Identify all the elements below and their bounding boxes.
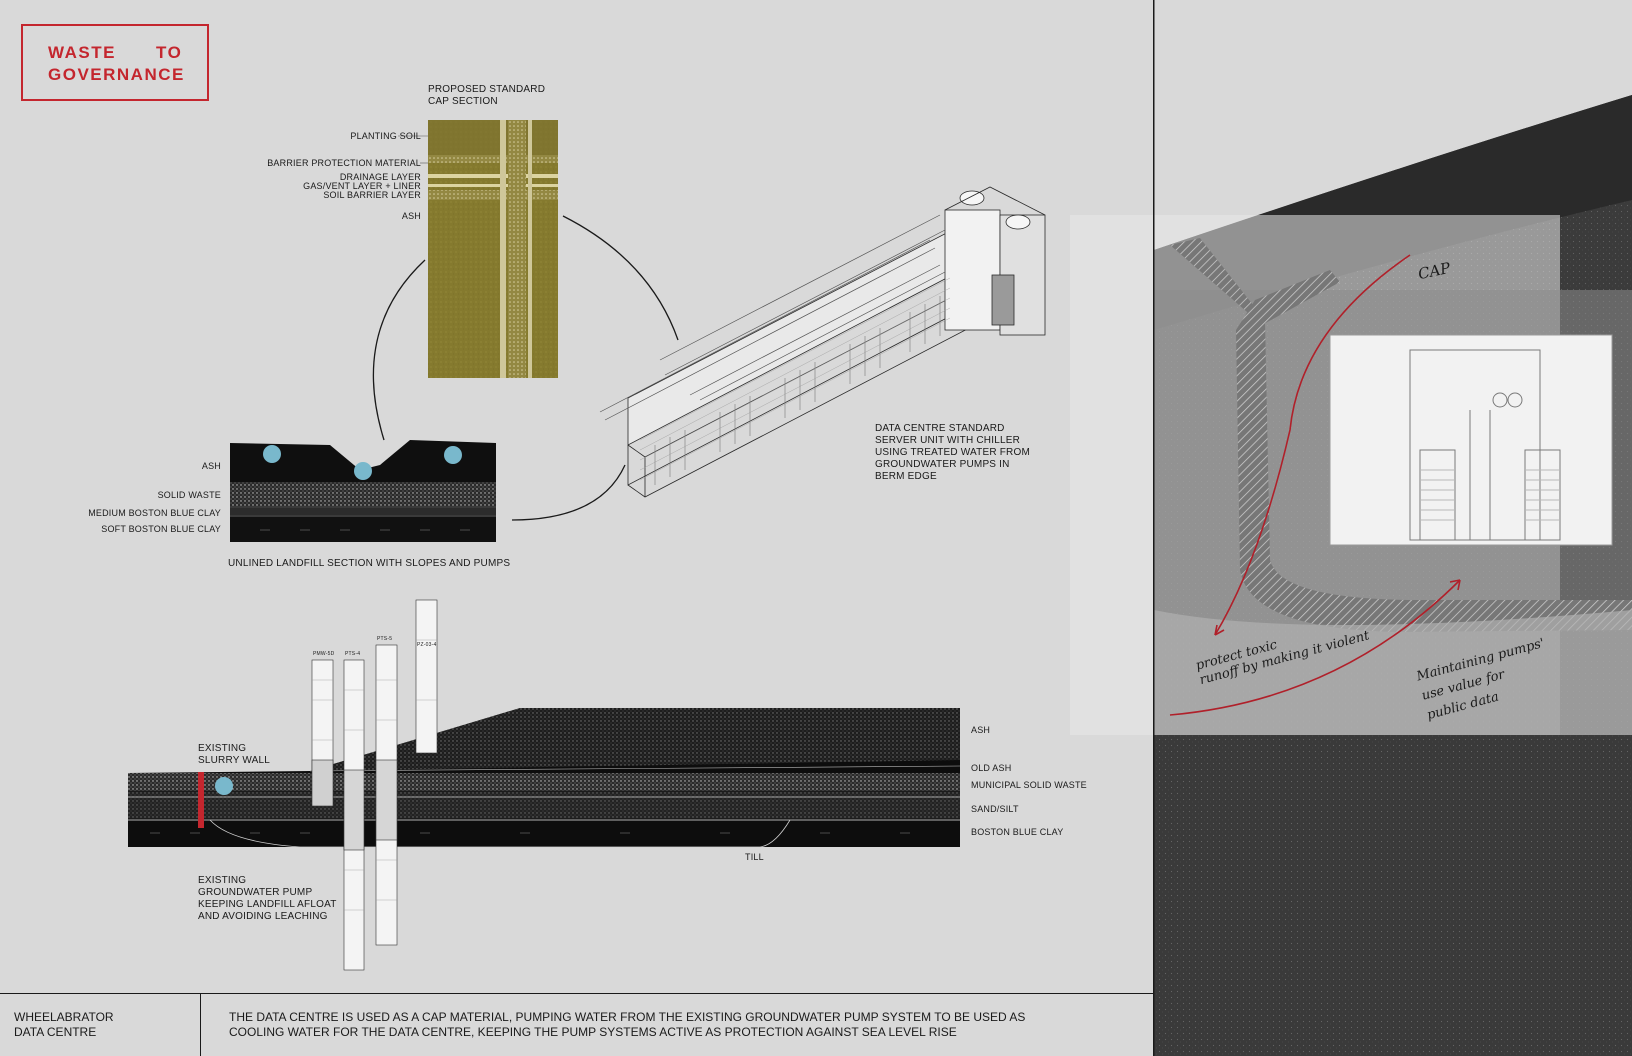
boring-log-label: PMW-5D bbox=[313, 651, 335, 657]
boring-log-label: PZ-03-4 bbox=[417, 642, 437, 648]
project-title: WHEELABRATOR DATA CENTRE bbox=[14, 1010, 114, 1039]
landfill-section-drawing bbox=[230, 440, 496, 542]
logo-box: WASTE TO GOVERNANCE bbox=[21, 24, 209, 101]
landfill-layer-soft-clay: SOFT BOSTON BLUE CLAY bbox=[101, 524, 221, 534]
cap-layer-gas-vent: GAS/VENT LAYER + LINER bbox=[303, 181, 421, 191]
landfill-layer-ash: ASH bbox=[201, 461, 221, 471]
server-unit-axonometric bbox=[599, 186, 1046, 498]
long-layer-sand-silt: SAND/SILT bbox=[971, 804, 1019, 814]
arrow-pumps bbox=[1169, 579, 1461, 716]
cap-layer-soil-barrier: SOIL BARRIER LAYER bbox=[323, 190, 421, 200]
arrow-runoff bbox=[1214, 254, 1411, 636]
long-layer-ash: ASH bbox=[971, 725, 991, 735]
logo-word-waste: WASTE bbox=[48, 43, 116, 62]
long-layer-msw: MUNICIPAL SOLID WASTE bbox=[971, 780, 1087, 790]
cap-section-drawing bbox=[428, 120, 558, 378]
server-unit-caption: DATA CENTRE STANDARD SERVER UNIT WITH CH… bbox=[875, 423, 1030, 482]
sketch-sky bbox=[1154, 0, 1632, 250]
landfill-layer-medium-clay: MEDIUM BOSTON BLUE CLAY bbox=[88, 508, 221, 518]
logo-word-to: TO bbox=[156, 43, 183, 62]
cap-layer-planting-soil: PLANTING SOIL bbox=[350, 131, 421, 141]
landfill-section-title: UNLINED LANDFILL SECTION WITH SLOPES AND… bbox=[228, 558, 511, 569]
slurry-wall-label: EXISTING SLURRY WALL bbox=[198, 743, 271, 766]
groundwater-pump-label: EXISTING GROUNDWATER PUMP KEEPING LANDFI… bbox=[198, 875, 337, 922]
cap-section-title: PROPOSED STANDARD CAP SECTION bbox=[428, 84, 546, 107]
cap-layer-drainage: DRAINAGE LAYER bbox=[339, 172, 421, 182]
landfill-layer-solid-waste: SOLID WASTE bbox=[157, 490, 221, 500]
cap-layer-ash: ASH bbox=[401, 211, 421, 221]
cycle-arcs bbox=[372, 215, 679, 521]
cap-layer-barrier-protection: BARRIER PROTECTION MATERIAL bbox=[267, 158, 421, 168]
hatched-berm bbox=[1170, 238, 1632, 632]
project-description: THE DATA CENTRE IS USED AS A CAP MATERIA… bbox=[229, 1010, 1026, 1039]
boring-log-label: PTS-5 bbox=[377, 636, 393, 642]
long-layer-old-ash: OLD ASH bbox=[971, 763, 1012, 773]
long-layer-boston-clay: BOSTON BLUE CLAY bbox=[971, 827, 1064, 837]
boring-log-columns bbox=[311, 599, 438, 971]
logo-word-governance: GOVERNANCE bbox=[48, 65, 185, 84]
boring-log-label: PTS-4 bbox=[345, 651, 361, 657]
till-label: TILL bbox=[745, 852, 764, 862]
server-unit-elevation bbox=[1329, 334, 1613, 546]
long-section-drawing bbox=[128, 708, 961, 848]
